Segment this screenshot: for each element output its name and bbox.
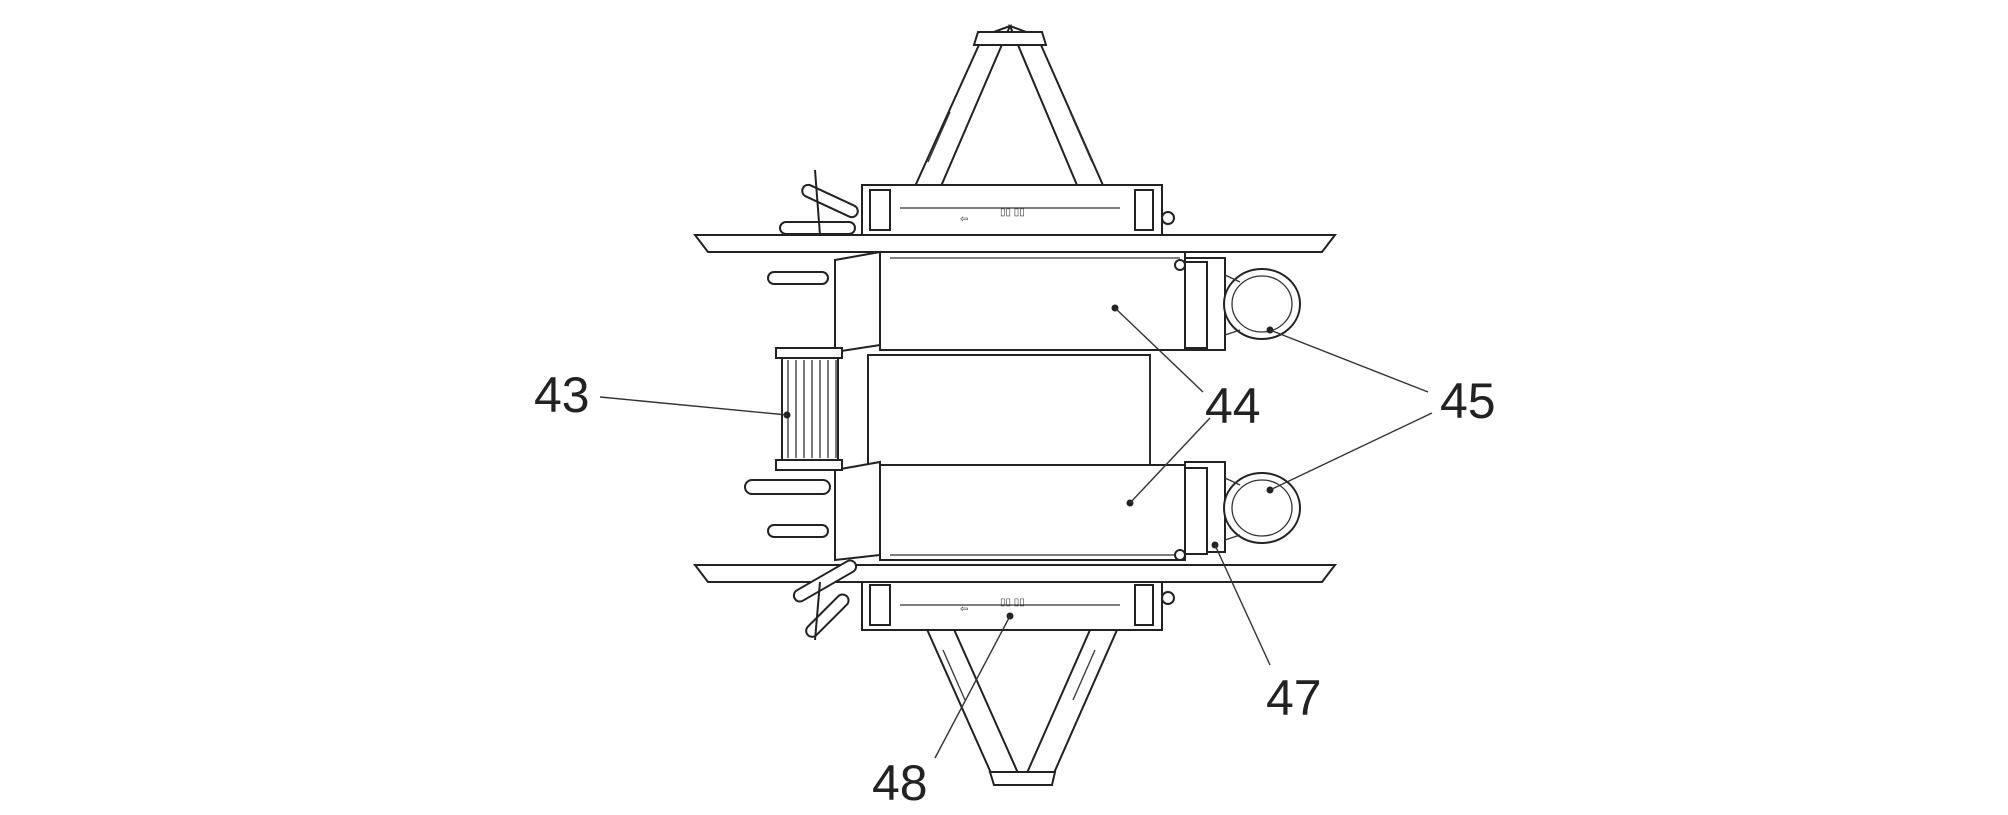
leader-lines bbox=[599, 307, 1433, 759]
svg-text:⇦: ⇦ bbox=[960, 604, 968, 615]
left-grate bbox=[775, 347, 843, 471]
upper-chute bbox=[834, 250, 1208, 354]
lower-chute bbox=[834, 460, 1208, 562]
svg-text:⇦: ⇦ bbox=[960, 214, 968, 225]
svg-text:▯▯ ▯▯: ▯▯ ▯▯ bbox=[1000, 597, 1025, 608]
bolts bbox=[1161, 211, 1186, 605]
callout-47: 47 bbox=[1266, 670, 1322, 726]
callout-48: 48 bbox=[872, 755, 928, 811]
middle-frame bbox=[867, 354, 1151, 466]
svg-text:▯▯ ▯▯: ▯▯ ▯▯ bbox=[1000, 207, 1025, 218]
callout-44: 44 bbox=[1205, 378, 1261, 434]
lower-cylinder-unit: ⇦ ▯▯ ▯▯ bbox=[861, 579, 1163, 631]
callout-45: 45 bbox=[1440, 373, 1496, 429]
upper-cylinder-unit: ⇦ ▯▯ ▯▯ bbox=[861, 184, 1163, 236]
callout-43: 43 bbox=[534, 367, 590, 423]
top-scissor-frame bbox=[891, 24, 1127, 236]
upper-plate bbox=[692, 234, 1338, 253]
lower-plate bbox=[692, 564, 1338, 583]
left-handles bbox=[744, 169, 859, 641]
